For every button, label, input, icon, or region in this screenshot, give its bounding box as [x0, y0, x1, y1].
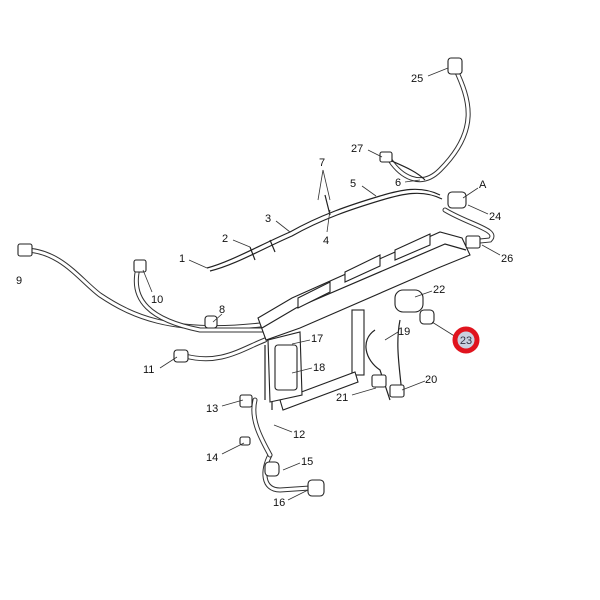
callout-6[interactable]: 6	[395, 177, 401, 189]
highlight-ring	[452, 326, 480, 354]
callout-27[interactable]: 27	[351, 143, 363, 155]
callout-10[interactable]: 10	[151, 294, 163, 306]
callout-25[interactable]: 25	[411, 73, 423, 85]
callout-17[interactable]: 17	[311, 333, 323, 345]
callout-18[interactable]: 18	[313, 362, 325, 374]
hose-lines	[21, 65, 495, 493]
callout-22[interactable]: 22	[433, 284, 445, 296]
callout-13[interactable]: 13	[206, 403, 218, 415]
callout-20[interactable]: 20	[425, 374, 437, 386]
highlighted-callout-23[interactable]: 23	[452, 326, 480, 354]
connectors	[17, 57, 481, 497]
callout-16[interactable]: 16	[273, 497, 285, 509]
callout-9[interactable]: 9	[16, 275, 22, 287]
callout-19[interactable]: 19	[398, 326, 410, 338]
callout-14[interactable]: 14	[206, 452, 218, 464]
callout-23[interactable]: 23	[460, 335, 472, 347]
callout-12[interactable]: 12	[293, 429, 305, 441]
callout-a[interactable]: A	[479, 179, 487, 191]
fuel-rail	[257, 231, 471, 411]
callout-4[interactable]: 4	[323, 235, 329, 247]
callout-11[interactable]: 11	[143, 364, 154, 376]
callout-8[interactable]: 8	[219, 304, 225, 316]
leader-lines	[142, 67, 501, 501]
callout-24[interactable]: 24	[489, 211, 501, 223]
callout-5[interactable]: 5	[350, 178, 356, 190]
callout-7[interactable]: 7	[319, 157, 325, 169]
callout-15[interactable]: 15	[301, 456, 313, 468]
callout-26[interactable]: 26	[501, 253, 513, 265]
callout-21[interactable]: 21	[336, 392, 348, 404]
callout-2[interactable]: 2	[222, 233, 228, 245]
callout-labels: 1 2 3 4 5 6 7 8 9 10 11 12 13 14 15 16 1…	[16, 73, 513, 509]
callout-3[interactable]: 3	[265, 213, 271, 225]
callout-1[interactable]: 1	[179, 253, 185, 265]
